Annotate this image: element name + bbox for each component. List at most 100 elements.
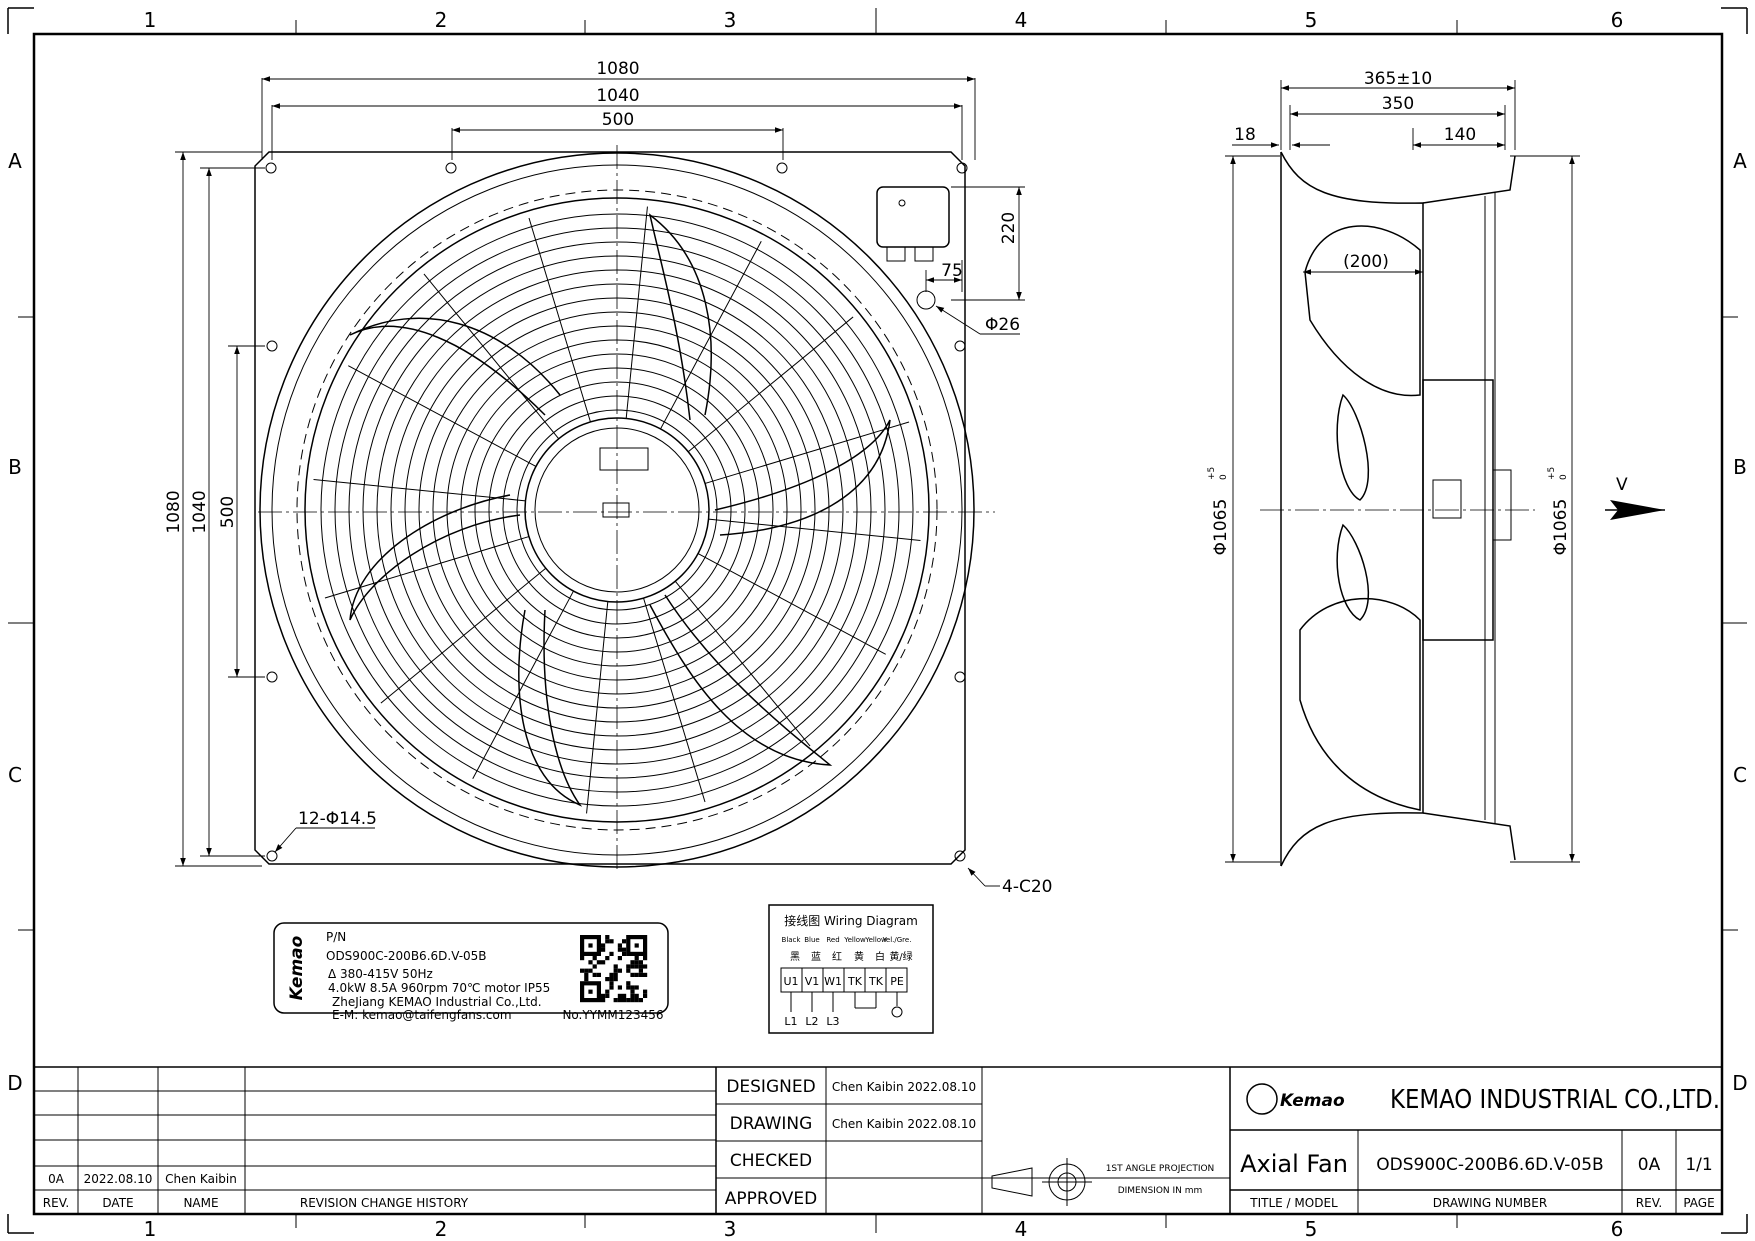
nameplate-pn-label: P/N [326, 930, 346, 944]
line-l1: L1 [784, 1015, 797, 1028]
zone-row-left-C: C [8, 763, 22, 787]
wire-color-1: Blue [804, 936, 820, 944]
wire-color-0: Black [782, 936, 802, 944]
wire-color-cn-0: 黑 [790, 951, 800, 963]
dia-left: Φ1065 [1211, 499, 1231, 556]
dim-220: 220 [999, 212, 1019, 244]
hdr-date: DATE [102, 1196, 133, 1210]
zone-col-top-6: 6 [1611, 8, 1624, 32]
rev-row-name: Chen Kaibin [165, 1172, 237, 1186]
terminal-w1-2: W1 [824, 975, 842, 988]
line-l2: L2 [805, 1015, 818, 1028]
zone-row-right-B: B [1733, 455, 1747, 479]
zone-col-bottom-1: 1 [144, 1217, 157, 1241]
tol-right-upper: +5 [1547, 467, 1557, 480]
nameplate-pn: ODS900C-200B6.6D.V-05B [326, 949, 487, 963]
tol-left-lower: 0 [1219, 474, 1229, 480]
zone-col-bottom-6: 6 [1611, 1217, 1624, 1241]
projection-line2: DIMENSION IN mm [1118, 1186, 1203, 1196]
dim-1080-left: 1080 [164, 490, 184, 533]
holes-callout: 12-Φ14.5 [298, 809, 377, 829]
dim-200: (200) [1343, 252, 1389, 272]
title-block: 0A 2022.08.10 Chen Kaibin REV. DATE NAME… [34, 1066, 1722, 1214]
flow-label: V [1616, 475, 1628, 495]
nameplate-serial: No.YYMM123456 [562, 1008, 663, 1022]
fan-blades [349, 213, 891, 807]
drawing-value: Chen Kaibin 2022.08.10 [832, 1117, 976, 1131]
line-l3: L3 [826, 1015, 839, 1028]
zone-col-top-4: 4 [1015, 8, 1028, 32]
dim-75: 75 [941, 261, 963, 281]
drawing-page: 1/1 [1685, 1155, 1712, 1175]
dim-18: 18 [1234, 125, 1256, 145]
terminal-v1-1: V1 [805, 975, 820, 988]
drawing-label: DRAWING [730, 1114, 813, 1134]
dim-1080-top: 1080 [596, 59, 639, 79]
drawing-title: Axial Fan [1240, 1150, 1348, 1178]
nameplate-line1: Δ 380-415V 50Hz [328, 967, 433, 981]
hdr-rev-2: REV. [1636, 1196, 1662, 1210]
zone-col-top-1: 1 [144, 8, 157, 32]
zone-row-right-A: A [1733, 149, 1747, 173]
zone-col-top-5: 5 [1305, 8, 1318, 32]
projection-symbol-icon [991, 1158, 1092, 1206]
svg-text:Kemao: Kemao [287, 935, 307, 1000]
designed-value: Chen Kaibin 2022.08.10 [832, 1080, 976, 1094]
sheet-border [7, 7, 1748, 1234]
wire-color-5: Yel./Gre. [882, 936, 912, 944]
zone-row-right-C: C [1733, 763, 1747, 787]
front-view [254, 145, 995, 870]
zone-col-bottom-2: 2 [435, 1217, 448, 1241]
zone-row-left-B: B [8, 455, 22, 479]
wire-color-2: Red [826, 936, 839, 944]
svg-text:Kemao: Kemao [1280, 1091, 1345, 1111]
hdr-title-model: TITLE / MODEL [1249, 1196, 1338, 1210]
hdr-drawing-number: DRAWING NUMBER [1433, 1196, 1547, 1210]
side-view: V [1260, 151, 1665, 867]
designed-label: DESIGNED [726, 1077, 815, 1097]
qr-code-icon [580, 935, 648, 1003]
dim-500-left: 500 [218, 496, 238, 528]
dim-1040-top: 1040 [596, 86, 639, 106]
company-name: KEMAO INDUSTRIAL CO.,LTD. [1390, 1085, 1720, 1115]
hdr-revision-history: REVISION CHANGE HISTORY [300, 1196, 469, 1210]
terminal-tk-3: TK [847, 975, 863, 988]
drawing-rev: 0A [1638, 1155, 1661, 1175]
nameplate-line2: 4.0kW 8.5A 960rpm 70℃ motor IP55 [328, 981, 550, 995]
rev-row-date: 2022.08.10 [84, 1172, 153, 1186]
zone-col-top-2: 2 [435, 8, 448, 32]
wire-color-3: Yellow [843, 936, 866, 944]
approved-label: APPROVED [725, 1189, 818, 1209]
terminal-tk-4: TK [868, 975, 884, 988]
drawing-number: ODS900C-200B6.6D.V-05B [1376, 1155, 1603, 1175]
dim-500-top: 500 [602, 110, 634, 130]
nameplate-logo-icon: Kemao [287, 935, 307, 1000]
nameplate: Kemao P/N ODS900C-200B6.6D.V-05B Δ 380-4… [273, 922, 669, 1022]
dim-365: 365±10 [1364, 69, 1432, 89]
nameplate-line3: ZheJiang KEMAO Industrial Co.,Ltd. [332, 995, 542, 1009]
zone-col-bottom-3: 3 [724, 1217, 737, 1241]
zone-col-bottom-5: 5 [1305, 1217, 1318, 1241]
zone-col-bottom-4: 4 [1015, 1217, 1028, 1241]
wire-color-cn-5: 黄/绿 [889, 950, 912, 963]
zone-col-top-3: 3 [724, 8, 737, 32]
wire-color-cn-3: 黄 [854, 950, 864, 963]
front-view-dimensions: 1080 1040 500 1080 1040 500 220 75 Φ26 1… [164, 59, 1052, 897]
dim-140: 140 [1444, 125, 1476, 145]
dim-350: 350 [1382, 94, 1414, 114]
zone-row-left-A: A [8, 149, 22, 173]
tol-right-lower: 0 [1559, 474, 1569, 480]
wire-color-cn-4: 白 [875, 950, 885, 963]
dia-right: Φ1065 [1551, 499, 1571, 556]
tol-left-upper: +5 [1207, 467, 1217, 480]
dim-phi26: Φ26 [985, 315, 1020, 335]
zone-row-right-D: D [1732, 1071, 1747, 1095]
checked-label: CHECKED [730, 1151, 812, 1171]
mounting-holes [265, 162, 968, 862]
side-view-dimensions: 365±10 350 18 140 (200) Φ1065 +5 0 Φ1065… [1207, 69, 1580, 863]
projection-line1: 1ST ANGLE PROJECTION [1106, 1164, 1215, 1174]
terminal-u1-0: U1 [783, 975, 798, 988]
